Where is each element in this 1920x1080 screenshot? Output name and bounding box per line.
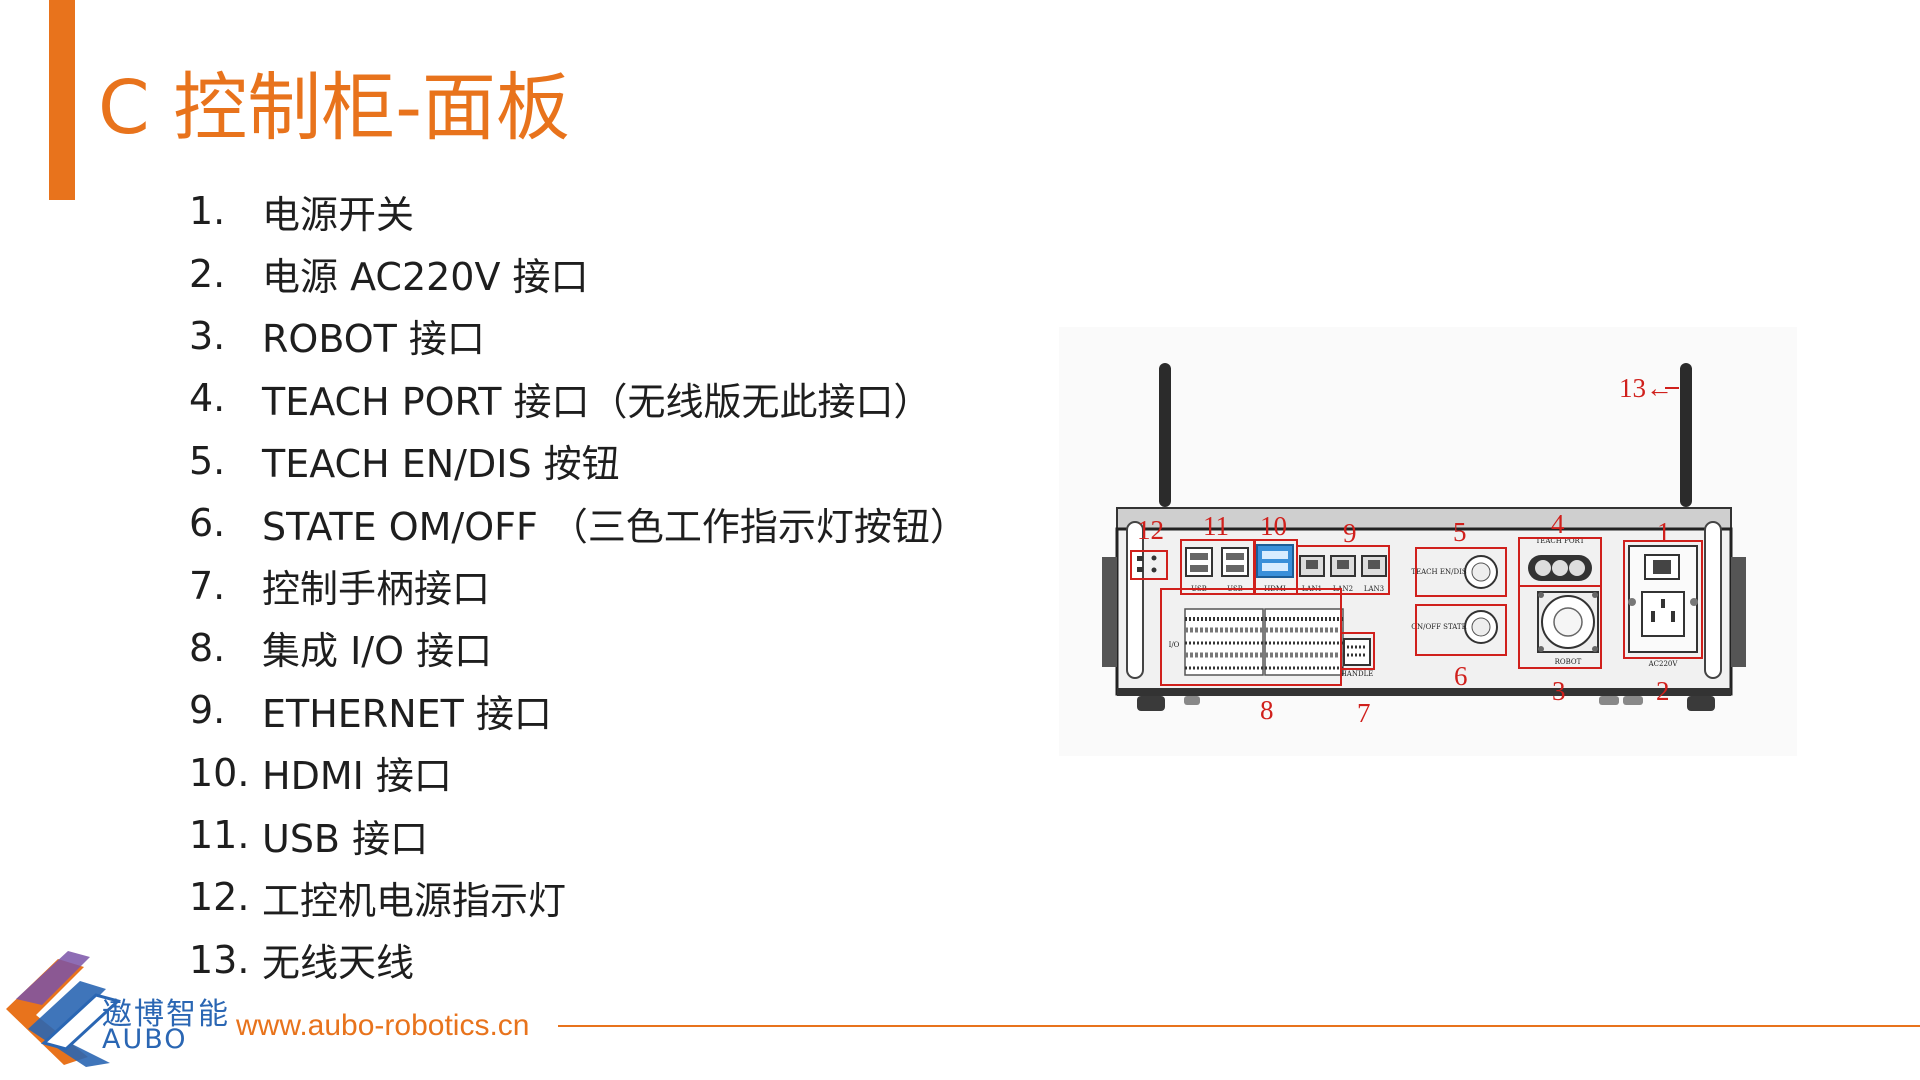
list-item-text: ETHERNET 接口: [262, 691, 552, 736]
callout-7: 7: [1357, 698, 1371, 728]
list-item-text: ROBOT 接口: [262, 317, 485, 362]
list-item: 10. HDMI 接口: [189, 742, 968, 804]
handle-connector: [1343, 638, 1371, 666]
list-item-text: STATE OM/OFF （三色工作指示灯按钮）: [262, 504, 968, 549]
teach-port: [1528, 555, 1592, 581]
ac220v-inlet: [1628, 591, 1698, 637]
list-item-text: TEACH EN/DIS 按钮: [262, 442, 620, 487]
teach-port-label: TEACH PORT: [1536, 537, 1585, 545]
lan3-label: LAN3: [1364, 585, 1384, 593]
list-item: 13. 无线天线: [189, 929, 968, 991]
list-item-number: 1.: [189, 189, 226, 234]
state-label: ON/OFF STATE: [1411, 623, 1466, 631]
callout-1: 1: [1657, 517, 1671, 547]
list-item: 6. STATE OM/OFF （三色工作指示灯按钮）: [189, 492, 968, 554]
list-item-number: 2.: [189, 251, 226, 296]
list-item-number: 7.: [189, 563, 226, 608]
list-item-text: 电源 AC220V 接口: [262, 255, 589, 300]
state-button: [1464, 610, 1498, 644]
list-item: 9. ETHERNET 接口: [189, 679, 968, 741]
teach-endis-label: TEACH EN/DIS: [1411, 568, 1466, 576]
callout-9: 9: [1343, 518, 1357, 548]
website-url: www.aubo-robotics.cn: [236, 1009, 530, 1042]
handle-label: HANDLE: [1341, 670, 1374, 678]
callout-5: 5: [1453, 517, 1467, 547]
list-item-number: 5.: [189, 438, 226, 483]
antenna-left: [1159, 363, 1171, 507]
callout-3: 3: [1552, 676, 1566, 706]
lan-port-3: [1361, 555, 1387, 577]
usb-port-2: [1221, 547, 1249, 577]
control-cabinet-figure: USB USB HDMI LAN1 LAN2 LAN3 TEACH PORT T…: [1059, 327, 1797, 756]
list-item: 8. 集成 I/O 接口: [189, 617, 968, 679]
list-item-number: 12.: [189, 875, 250, 920]
callout-12: 12: [1137, 515, 1164, 545]
callout-13: 13←: [1619, 373, 1673, 403]
robot-connector: [1537, 591, 1599, 653]
io-terminal-blocks: [1184, 608, 1344, 676]
callout-6: 6: [1454, 661, 1468, 691]
list-item: 7. 控制手柄接口: [189, 554, 968, 616]
robot-label: ROBOT: [1555, 658, 1582, 666]
list-item: 4. TEACH PORT 接口（无线版无此接口）: [189, 367, 968, 429]
pc-power-indicator: [1137, 555, 1157, 573]
ac220v-label: AC220V: [1648, 660, 1679, 668]
lan-port-2: [1330, 555, 1356, 577]
io-label: I/O: [1169, 641, 1180, 649]
list-item-text: HDMI 接口: [262, 754, 452, 799]
list-item-text: 无线天线: [262, 941, 415, 986]
brand-name-en: AUBO: [102, 1024, 188, 1055]
list-item-number: 10.: [189, 750, 250, 795]
list-item-text: 工控机电源指示灯: [262, 878, 567, 923]
list-item-text: 电源开关: [262, 192, 415, 237]
callout-11: 11: [1203, 511, 1229, 541]
title-accent-bar: [49, 0, 75, 200]
list-item-number: 4.: [189, 376, 226, 421]
aubo-logo: [6, 951, 122, 1067]
list-item-number: 6.: [189, 501, 226, 546]
parts-list: 1. 电源开关 2. 电源 AC220V 接口 3. ROBOT 接口 4. TEACH…: [189, 180, 968, 991]
list-item: 2. 电源 AC220V 接口: [189, 242, 968, 304]
usb-port-1: [1185, 547, 1213, 577]
lan2-label: LAN2: [1333, 585, 1353, 593]
footer-divider: [558, 1025, 1920, 1027]
list-item-text: USB 接口: [262, 816, 429, 861]
list-item: 5. TEACH EN/DIS 按钮: [189, 430, 968, 492]
slide-title: C 控制柜-面板: [98, 65, 570, 151]
callout-frames: [1130, 537, 1703, 686]
list-item-number: 3.: [189, 313, 226, 358]
cabinet-drawing: USB USB HDMI LAN1 LAN2 LAN3 TEACH PORT T…: [1102, 363, 1746, 728]
callout-2: 2: [1656, 676, 1670, 706]
callout-10: 10: [1260, 511, 1287, 541]
list-item-text: 集成 I/O 接口: [262, 629, 493, 674]
list-item-text: TEACH PORT 接口（无线版无此接口）: [262, 379, 932, 424]
callout-4: 4: [1551, 509, 1565, 539]
brand-name-cn: 遨博智能: [102, 997, 230, 1032]
list-item-text: 控制手柄接口: [262, 567, 491, 612]
list-item: 3. ROBOT 接口: [189, 305, 968, 367]
list-item: 11. USB 接口: [189, 804, 968, 866]
list-item-number: 13.: [189, 937, 250, 982]
antenna-right: [1680, 363, 1692, 507]
list-item: 12. 工控机电源指示灯: [189, 866, 968, 928]
callout-8: 8: [1260, 695, 1274, 725]
list-item: 1. 电源开关: [189, 180, 968, 242]
list-item-number: 8.: [189, 625, 226, 670]
hdmi-port: [1256, 544, 1294, 578]
list-item-number: 9.: [189, 688, 226, 733]
lan-port-1: [1299, 555, 1325, 577]
teach-endis-button: [1464, 555, 1498, 589]
list-item-number: 11.: [189, 813, 250, 858]
